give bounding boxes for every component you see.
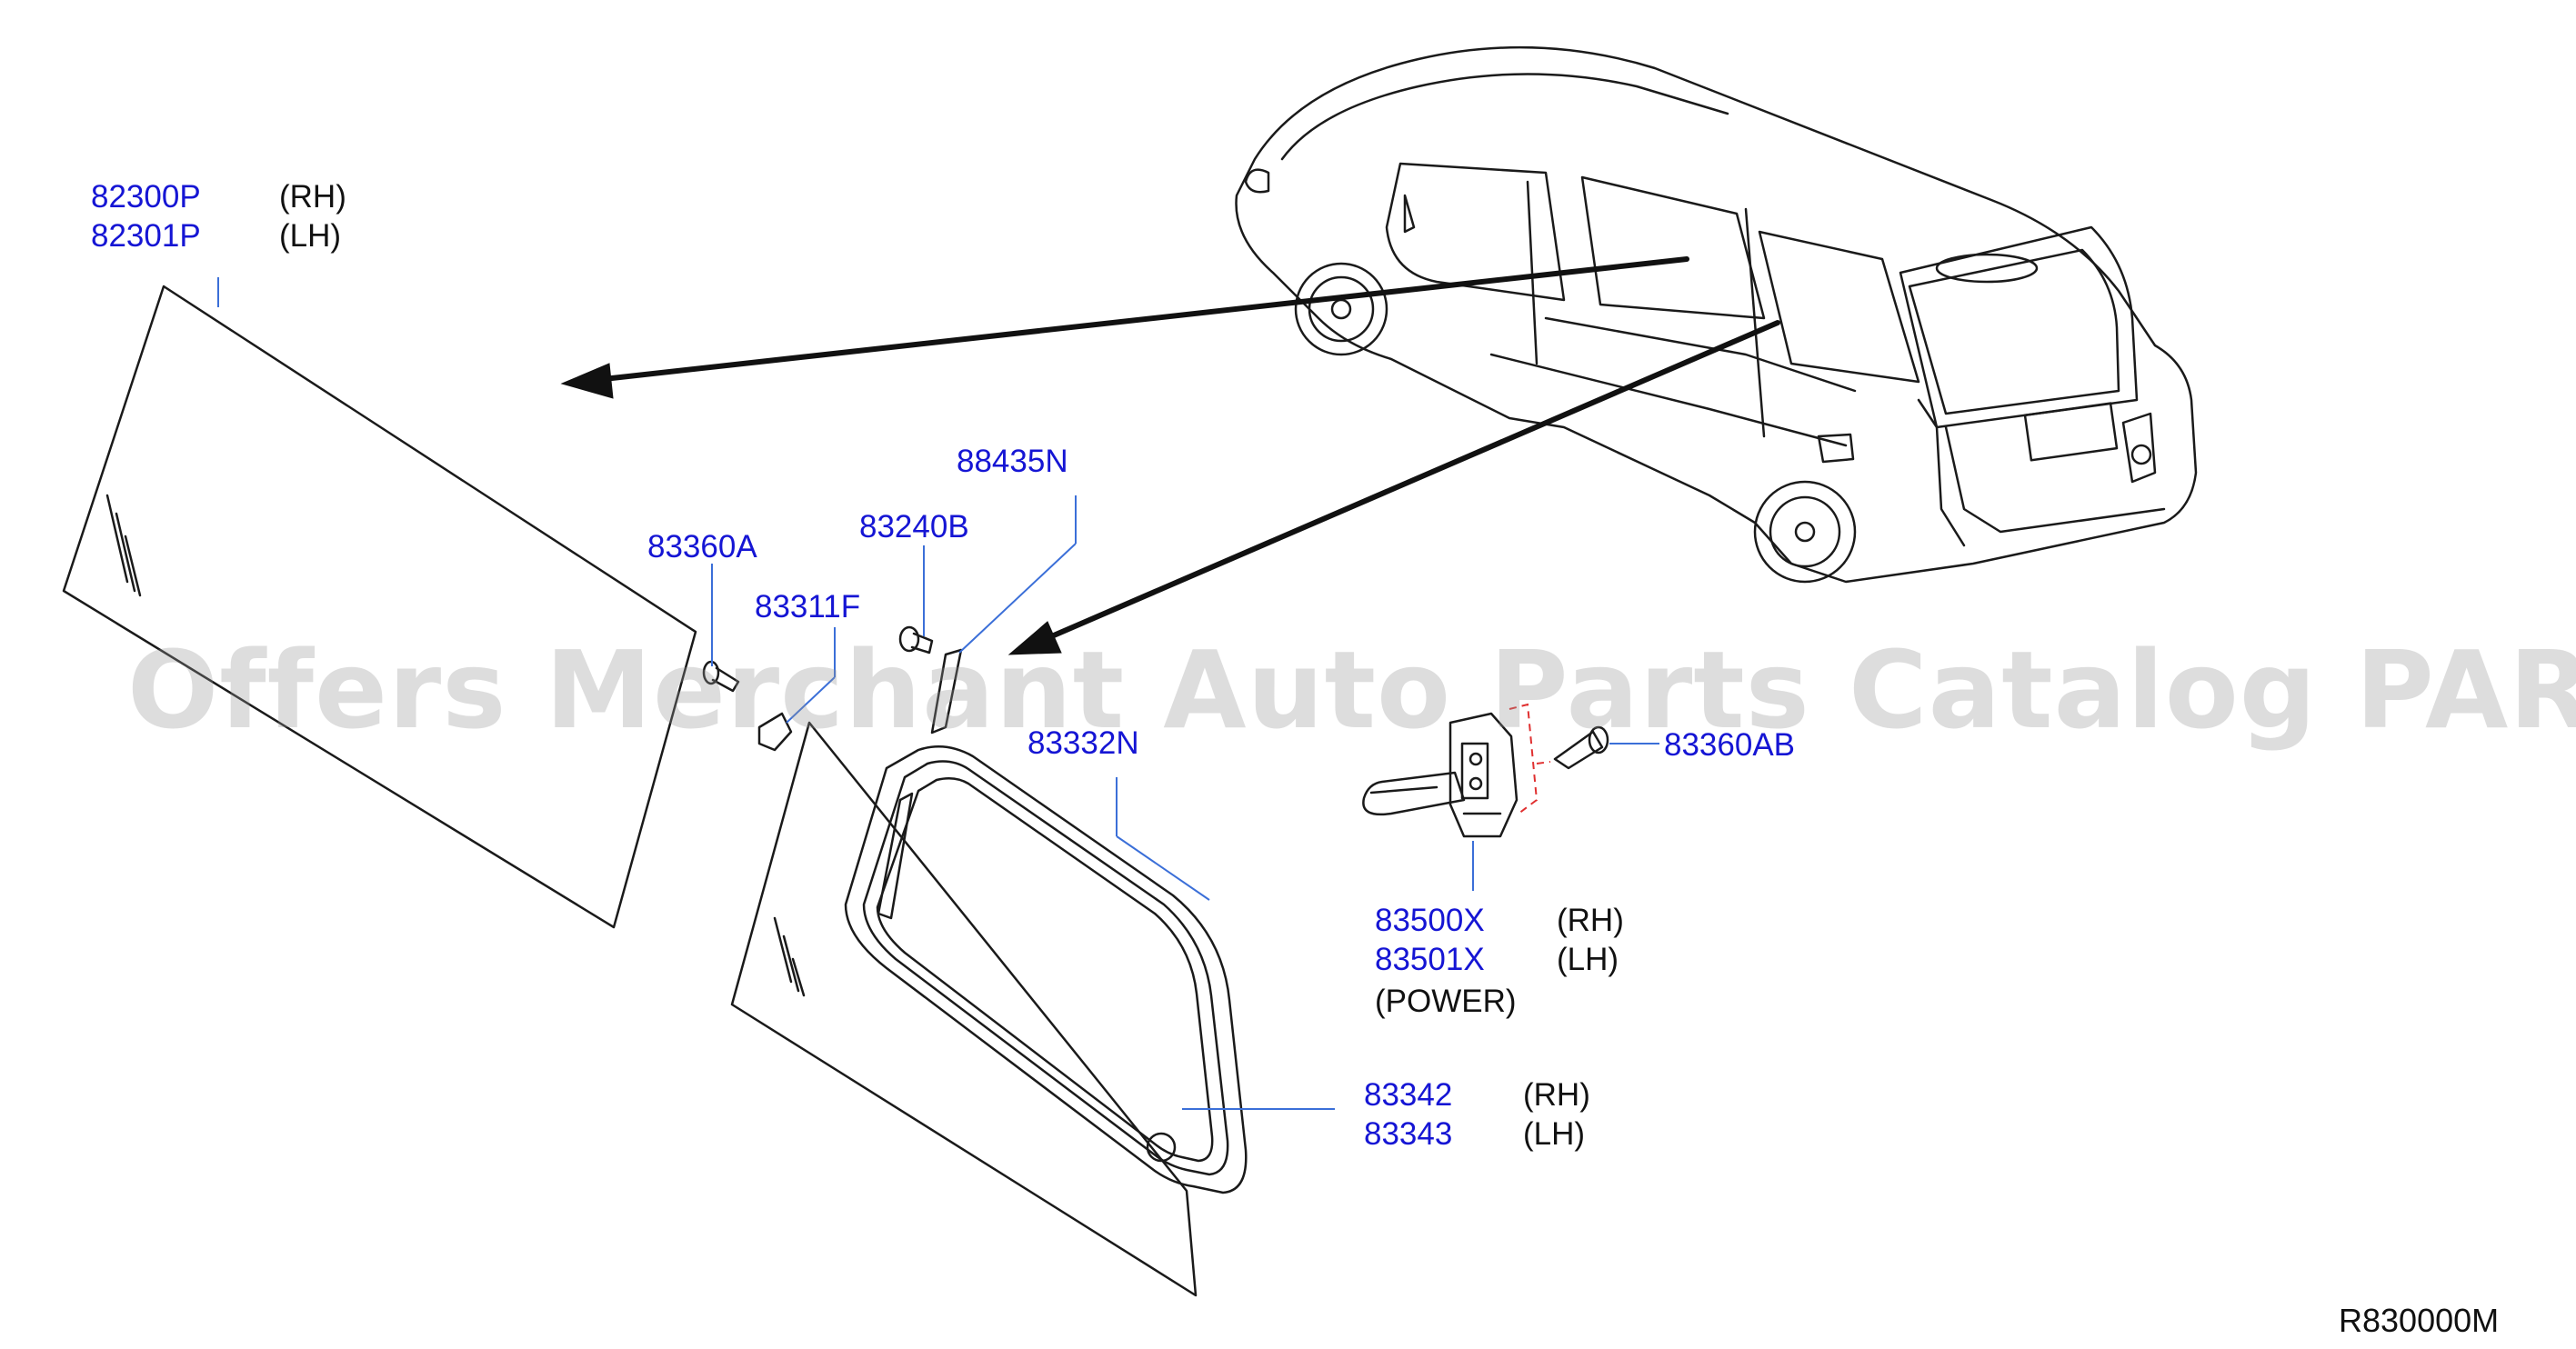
part-83311f-link[interactable]: 83311F — [755, 589, 861, 625]
part-83500x-link[interactable]: 83500X — [1375, 903, 1485, 938]
part-83360ab-link[interactable]: 83360AB — [1664, 727, 1796, 763]
pointer-arrows — [560, 256, 1780, 655]
part-83343-link[interactable]: 83343 — [1364, 1116, 1453, 1152]
rh-label: (RH) — [1557, 903, 1624, 938]
part-82300p-link[interactable]: 82300P — [91, 179, 201, 215]
part-83332n-link[interactable]: 83332N — [1027, 725, 1139, 761]
quarter-window-assembly-83342 — [730, 721, 1248, 1297]
window-latch-83500x — [1362, 712, 1519, 838]
part-83342-link[interactable]: 83342 — [1364, 1077, 1453, 1113]
lh-label: (LH) — [1557, 942, 1619, 977]
part-83360a-link[interactable]: 83360A — [647, 529, 757, 565]
minivan-illustration — [1235, 45, 2198, 584]
rear-quarter-glass-82300p — [62, 285, 697, 929]
lh-label: (LH) — [279, 218, 342, 254]
bolt-83240b — [898, 625, 934, 655]
rh-label: (RH) — [279, 179, 346, 215]
part-83240b-link[interactable]: 83240B — [859, 509, 969, 545]
power-label: (POWER) — [1375, 984, 1517, 1019]
rh-label: (RH) — [1523, 1077, 1590, 1113]
diagram-reference: R830000M — [2339, 1302, 2500, 1339]
part-82301p-link[interactable]: 82301P — [91, 218, 201, 254]
dashed-guide — [1509, 703, 1551, 814]
lh-label: (LH) — [1523, 1116, 1586, 1152]
screw-83360ab — [1553, 725, 1609, 770]
screw-83360a — [702, 660, 740, 693]
part-88435n-link[interactable]: 88435N — [957, 444, 1068, 479]
clip-83311f — [757, 712, 793, 752]
seal-88435n — [930, 648, 963, 734]
leader-lines — [217, 277, 1659, 1110]
part-83501x-link[interactable]: 83501X — [1375, 942, 1485, 977]
